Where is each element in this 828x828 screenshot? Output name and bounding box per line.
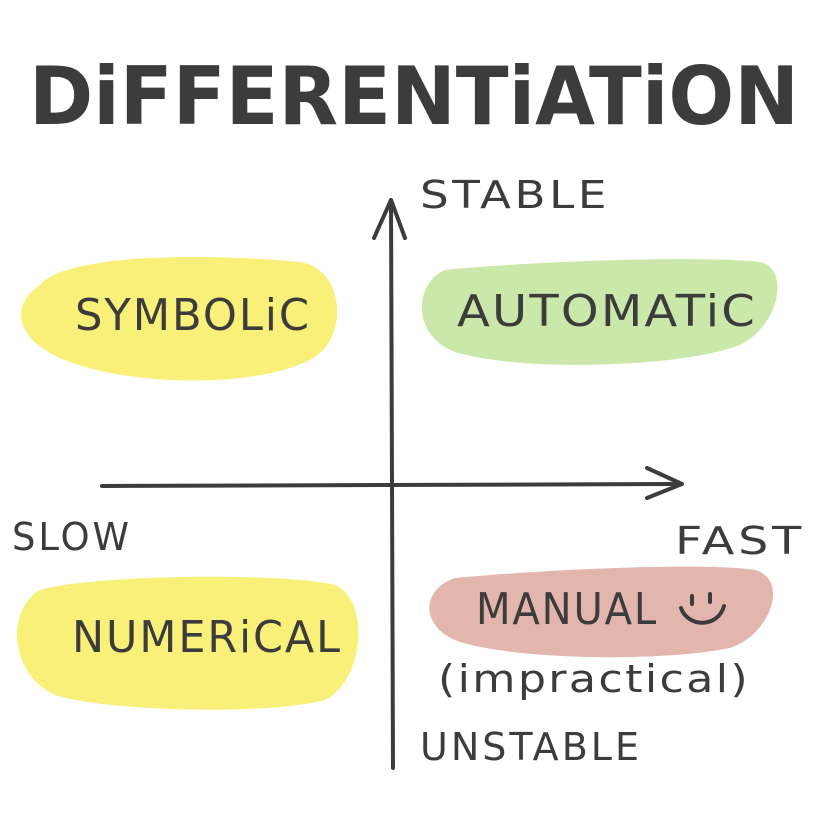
horizontal-axis-arrowhead bbox=[645, 466, 684, 500]
axis-label-left: SLOW bbox=[12, 515, 132, 559]
quadrant-label-symbolic: SYMBOLiC bbox=[75, 290, 311, 341]
smiley-icon bbox=[679, 592, 726, 625]
horizontal-axis bbox=[100, 482, 682, 488]
quadrant-label-manual: MANUAL bbox=[476, 584, 658, 635]
automatic-blob bbox=[421, 259, 778, 365]
axis-label-top: STABLE bbox=[420, 173, 610, 217]
axis-label-bottom: UNSTABLE bbox=[420, 725, 642, 769]
quadrant-label-automatic: AUTOMATiC bbox=[457, 286, 757, 337]
vertical-axis-arrowhead bbox=[372, 198, 407, 240]
page-title: DiFFERENTiATiON bbox=[29, 50, 799, 143]
manual-note: (impractical) bbox=[438, 657, 750, 701]
symbolic-blob bbox=[21, 256, 338, 381]
manual-blob bbox=[429, 566, 774, 658]
quadrant-label-numerical: NUMERiCAL bbox=[72, 612, 342, 663]
axis-label-right: FAST bbox=[675, 519, 805, 563]
numerical-blob bbox=[17, 576, 359, 710]
